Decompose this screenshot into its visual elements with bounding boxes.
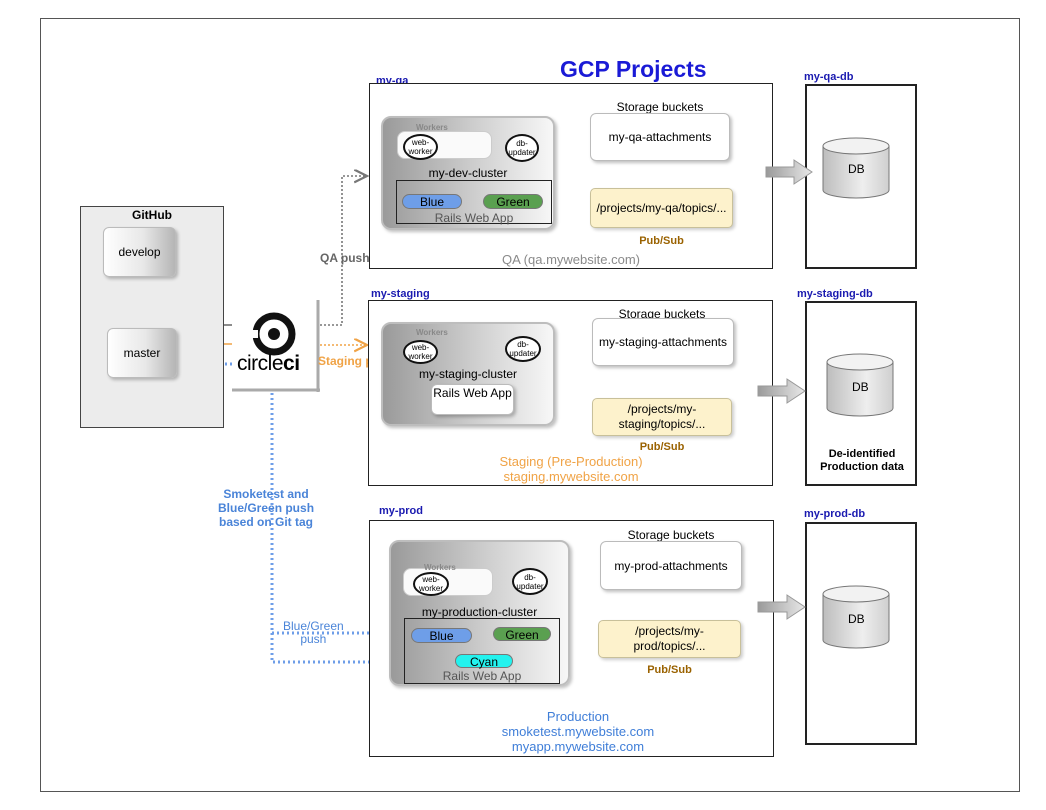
pubsub-label-staging: Pub/Sub bbox=[639, 441, 685, 453]
bucket-label-prod: my-prod-attachments bbox=[614, 558, 728, 573]
circleci-logo: circleci bbox=[232, 300, 320, 392]
bluegreen-label: Blue/Green push bbox=[283, 620, 344, 646]
qa-push-label: QA push bbox=[320, 251, 370, 265]
env-line-prod-2: smoketest.mywebsite.com bbox=[501, 724, 655, 739]
app-box-staging: Rails Web App bbox=[431, 384, 514, 415]
pill-cyan-prod: Cyan bbox=[455, 654, 513, 669]
topic-label-prod: /projects/my-prod/topics/... bbox=[633, 624, 706, 653]
db-cylinder-qa bbox=[822, 137, 890, 199]
web-worker-prod: web-worker bbox=[413, 572, 449, 596]
bucket-prod: my-prod-attachments bbox=[600, 541, 742, 590]
cluster-name-staging: my-staging-cluster bbox=[418, 367, 518, 381]
env-label-prod: Production smoketest.mywebsite.com myapp… bbox=[376, 709, 780, 754]
smoketest-label: Smoketest and Blue/Green push based on G… bbox=[218, 487, 314, 529]
qa-push-connector bbox=[320, 176, 367, 326]
bucket-qa: my-qa-attachments bbox=[590, 113, 730, 161]
pill-green-qa: Green bbox=[483, 194, 543, 209]
branch-develop[interactable]: develop bbox=[103, 227, 176, 277]
web-worker-staging: web-worker bbox=[403, 340, 438, 364]
storage-label-qa: Storage buckets bbox=[616, 100, 704, 114]
storage-label-prod: Storage buckets bbox=[627, 528, 715, 542]
db-arrow-staging bbox=[757, 378, 806, 404]
circleci-wordmark-light: circle bbox=[237, 352, 284, 375]
db-text-staging: DB bbox=[852, 380, 869, 394]
topic-label-staging: /projects/my-staging/topics/... bbox=[618, 402, 706, 431]
env-line-staging-1: Staging (Pre-Production) bbox=[499, 454, 643, 469]
workers-label-staging: Workers bbox=[416, 328, 448, 337]
db-cylinder-staging bbox=[826, 353, 894, 417]
pubsub-label-prod: Pub/Sub bbox=[647, 664, 692, 676]
cluster-name-qa: my-dev-cluster bbox=[428, 166, 508, 180]
db-arrow-qa bbox=[765, 159, 813, 185]
env-line-prod-1: Production bbox=[546, 709, 610, 724]
topic-staging: /projects/my-staging/topics/... bbox=[592, 398, 732, 436]
db-updater-qa: db-updater bbox=[505, 134, 539, 162]
cluster-my-production bbox=[389, 540, 570, 686]
app-box-prod bbox=[404, 618, 560, 684]
workers-label-qa: Workers bbox=[416, 123, 448, 132]
circleci-icon bbox=[232, 300, 320, 392]
db-updater-prod: db-updater bbox=[512, 568, 548, 595]
env-line-staging-2: staging.mywebsite.com bbox=[503, 469, 639, 484]
bucket-staging: my-staging-attachments bbox=[592, 318, 734, 366]
bluegreen-line-1: Blue/Green bbox=[283, 619, 344, 633]
diagram-frame bbox=[40, 18, 1020, 792]
smoketest-line-1: Smoketest and bbox=[223, 487, 309, 501]
web-worker-qa: web-worker bbox=[403, 134, 438, 160]
db-label-prod: my-prod-db bbox=[804, 508, 866, 520]
diagram-title: GCP Projects bbox=[560, 56, 707, 82]
deid-note-text: De-identified Production data bbox=[820, 448, 904, 473]
db-updater-staging: db-updater bbox=[505, 336, 541, 362]
deid-note: De-identified Production data bbox=[818, 448, 906, 474]
db-text-qa: DB bbox=[848, 162, 865, 176]
bucket-label-qa: my-qa-attachments bbox=[608, 130, 712, 144]
app-label-staging: Rails Web App bbox=[433, 386, 512, 400]
project-label-my-prod: my-prod bbox=[379, 505, 423, 517]
branch-master-label: master bbox=[123, 346, 161, 360]
env-line-prod-3: myapp.mywebsite.com bbox=[511, 739, 645, 754]
github-title: GitHub bbox=[132, 208, 172, 222]
app-label-qa: Rails Web App bbox=[434, 211, 514, 225]
storage-label-staging: Storage buckets bbox=[618, 307, 706, 321]
pill-blue-prod: Blue bbox=[411, 628, 472, 643]
app-box-qa bbox=[396, 180, 552, 224]
app-label-prod: Rails Web App bbox=[442, 669, 522, 683]
circleci-wordmark: circleci bbox=[237, 352, 300, 376]
circleci-wordmark-bold: ci bbox=[283, 352, 300, 375]
pill-blue-qa: Blue bbox=[402, 194, 462, 209]
db-text-prod: DB bbox=[848, 612, 865, 626]
topic-prod: /projects/my-prod/topics/... bbox=[598, 620, 741, 658]
db-label-staging: my-staging-db bbox=[797, 288, 873, 300]
env-label-qa: QA (qa.mywebsite.com) bbox=[502, 252, 640, 267]
env-label-staging: Staging (Pre-Production) staging.mywebsi… bbox=[369, 454, 773, 484]
db-cylinder-prod bbox=[822, 585, 890, 649]
smoketest-line-2: Blue/Green push bbox=[218, 501, 315, 515]
smoketest-line-3: based on Git tag bbox=[219, 515, 314, 529]
project-label-my-staging: my-staging bbox=[371, 288, 430, 300]
pubsub-label-qa: Pub/Sub bbox=[639, 235, 684, 247]
db-arrow-prod bbox=[757, 594, 806, 620]
bucket-label-staging: my-staging-attachments bbox=[598, 335, 728, 349]
branch-develop-label: develop bbox=[118, 245, 161, 259]
topic-label-qa: /projects/my-qa/topics/... bbox=[596, 200, 727, 215]
cluster-name-prod: my-production-cluster bbox=[421, 605, 538, 619]
pill-green-prod: Green bbox=[493, 627, 551, 642]
branch-master[interactable]: master bbox=[107, 328, 177, 378]
workers-label-prod: Workers bbox=[424, 563, 456, 572]
bluegreen-line-2: push bbox=[300, 632, 327, 646]
db-label-qa: my-qa-db bbox=[804, 71, 854, 83]
topic-qa: /projects/my-qa/topics/... bbox=[590, 188, 733, 228]
